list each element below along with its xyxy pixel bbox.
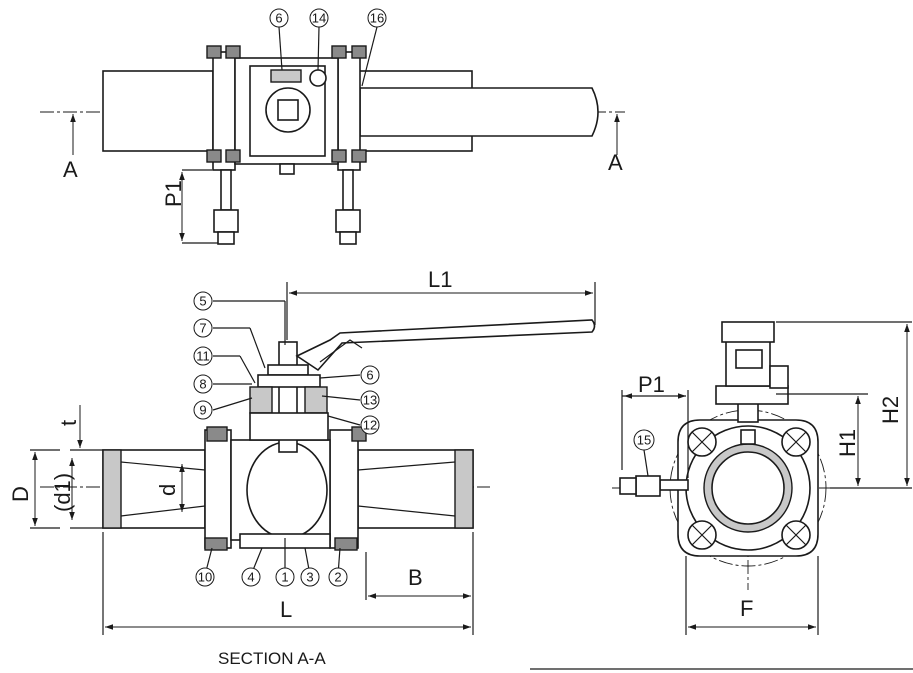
side-bore <box>711 451 785 525</box>
top-fitting-end <box>339 231 357 245</box>
section-view <box>30 282 596 635</box>
svg-text:13: 13 <box>363 393 377 408</box>
section-bolt <box>206 426 228 442</box>
callout-6-text: 6 <box>275 11 282 26</box>
section-handle <box>295 319 596 372</box>
top-bolt <box>331 45 347 59</box>
side-handle-side <box>769 365 789 389</box>
section-neck <box>249 412 329 441</box>
label-l: L <box>280 597 292 622</box>
section-left-weld <box>102 449 122 529</box>
section-packing-right <box>304 386 328 414</box>
section-bolt <box>334 537 358 551</box>
top-fitting-end <box>217 231 235 245</box>
top-stem-nut <box>277 99 299 121</box>
top-screw <box>309 69 327 87</box>
top-handle <box>359 87 599 137</box>
svg-text:2: 2 <box>334 570 341 585</box>
top-fitting-stem <box>220 169 232 211</box>
callout-15-text: 15 <box>637 433 651 448</box>
top-bolt <box>206 149 222 163</box>
label-h2: H2 <box>878 396 903 424</box>
section-callouts: 5 7 11 8 9 6 13 12 10 4 1 3 2 <box>193 291 380 587</box>
callout-16-text: 16 <box>370 11 384 26</box>
side-handle-nut <box>735 349 763 369</box>
svg-text:9: 9 <box>199 403 206 418</box>
side-fitting-end <box>619 477 637 495</box>
side-view <box>530 321 913 670</box>
svg-text:10: 10 <box>198 570 212 585</box>
svg-text:11: 11 <box>196 349 210 364</box>
top-bolt <box>225 45 241 59</box>
top-bolt <box>225 149 241 163</box>
label-d-outer: D <box>8 486 33 502</box>
side-handle-top <box>721 321 775 343</box>
section-left-flange <box>204 429 232 549</box>
top-fitting-nut <box>335 209 361 233</box>
side-bolt-holes <box>687 427 811 550</box>
label-b: B <box>408 565 423 590</box>
side-bolt-circle <box>669 409 827 567</box>
top-bolt <box>331 149 347 163</box>
callout-15 <box>633 429 655 451</box>
svg-text:3: 3 <box>306 570 313 585</box>
svg-text:5: 5 <box>199 294 206 309</box>
side-fitting-nut <box>635 475 661 497</box>
top-bolt <box>351 45 367 59</box>
top-bolt <box>206 45 222 59</box>
top-fitting-nut <box>213 209 239 233</box>
top-fitting-stem <box>342 169 354 211</box>
section-gland <box>267 364 309 376</box>
label-t: t <box>56 420 81 426</box>
label-d1: (d1) <box>50 473 75 512</box>
section-right-flange <box>329 429 359 549</box>
top-left-pipe <box>102 70 214 152</box>
svg-text:8: 8 <box>199 377 206 392</box>
callout-16-top <box>367 8 387 28</box>
svg-text:1: 1 <box>281 570 288 585</box>
svg-text:6: 6 <box>366 368 373 383</box>
section-bolt <box>204 537 228 551</box>
section-ball <box>246 441 328 539</box>
label-d-inner: d <box>155 484 180 496</box>
callout-14-top <box>309 8 329 28</box>
section-packing-left <box>249 386 273 414</box>
label-a-left: A <box>63 157 78 182</box>
label-p1-side: P1 <box>638 372 665 397</box>
label-p1-top: P1 <box>161 180 186 207</box>
callout-14-text: 14 <box>312 11 326 26</box>
top-lug <box>279 163 295 175</box>
top-bolt <box>351 149 367 163</box>
top-stop <box>270 69 302 83</box>
label-f: F <box>740 596 753 621</box>
label-a-right: A <box>608 150 623 175</box>
side-stem-block <box>740 429 756 445</box>
svg-text:7: 7 <box>199 321 206 336</box>
section-right-weld <box>454 449 474 529</box>
section-bonnet <box>257 374 321 388</box>
svg-text:12: 12 <box>363 418 377 433</box>
label-l1: L1 <box>428 267 452 292</box>
section-title: SECTION A-A <box>218 649 326 668</box>
section-right-pipe <box>357 449 474 529</box>
label-h1: H1 <box>835 429 860 457</box>
svg-text:4: 4 <box>247 570 254 585</box>
top-view <box>40 26 625 245</box>
callout-6-top <box>269 8 289 28</box>
side-fitting-tube <box>659 479 689 491</box>
